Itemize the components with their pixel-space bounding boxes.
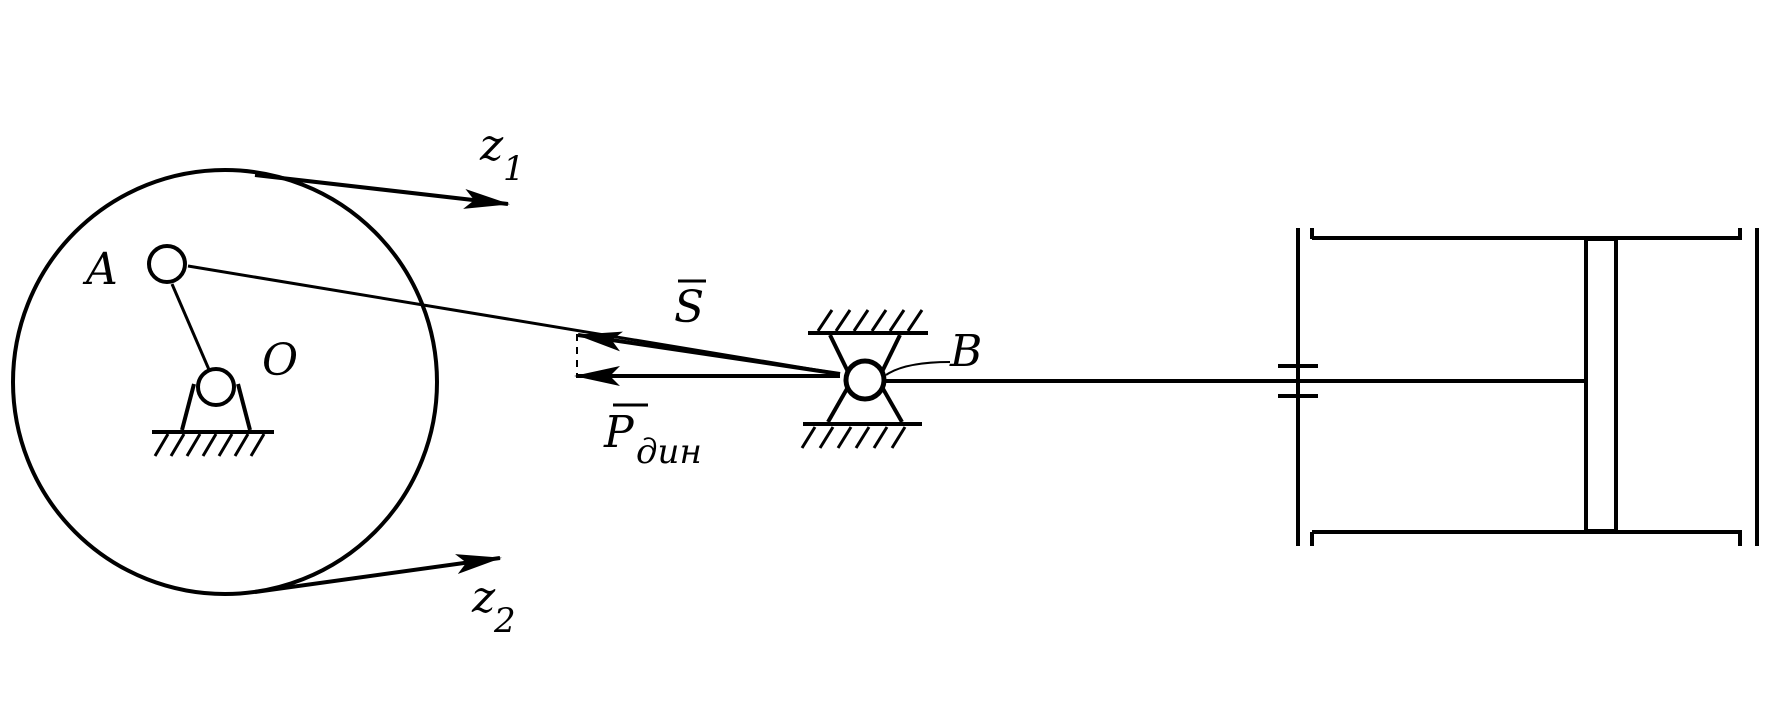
label-force-p: P — [603, 407, 635, 458]
leader-line-b — [885, 361, 951, 376]
label-force-p-subscript: дин — [636, 432, 702, 472]
tangent-arrow-z1 — [254, 173, 510, 209]
label-z1-letter: z — [479, 120, 504, 171]
label-point-a: A — [82, 244, 118, 295]
label-z2-letter: z — [471, 572, 496, 623]
label-point-b: B — [949, 326, 982, 377]
slider-guide-top — [808, 309, 928, 335]
cylinder — [1278, 228, 1759, 546]
label-point-o: O — [262, 335, 298, 386]
joint-o — [196, 367, 236, 407]
joint-b — [843, 358, 887, 402]
joint-a — [147, 244, 187, 284]
crank-oa — [170, 283, 212, 373]
fixed-support-o — [152, 383, 274, 457]
tangent-arrow-z2 — [254, 554, 502, 594]
label-z2-index: 2 — [493, 601, 516, 641]
force-arrow-s — [576, 331, 841, 376]
label-z1-index: 1 — [503, 149, 525, 189]
piston — [1584, 237, 1618, 533]
flywheel-circle — [11, 168, 439, 596]
label-force-s: S — [674, 282, 704, 333]
slider-guide-bottom — [800, 422, 922, 449]
